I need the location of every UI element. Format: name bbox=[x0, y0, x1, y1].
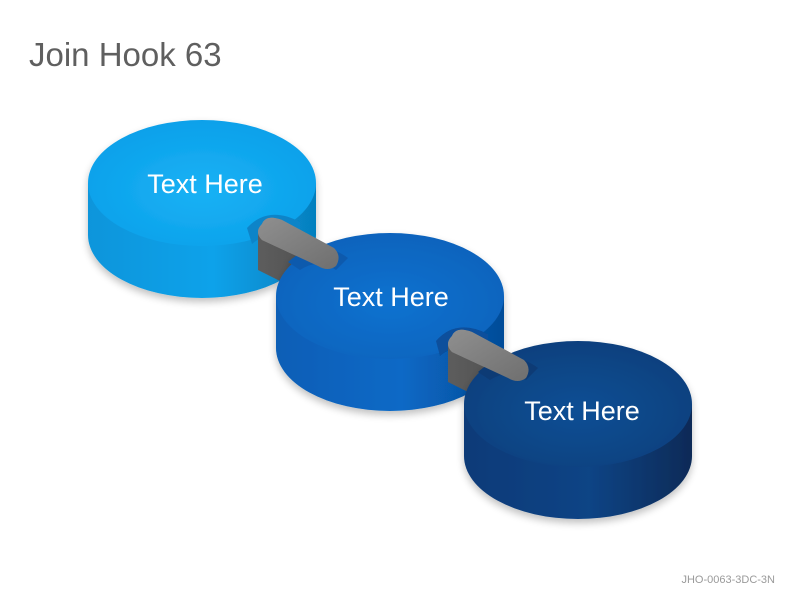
disc-2-label: Text Here bbox=[333, 282, 449, 312]
disc-1-top bbox=[88, 120, 316, 246]
disc-1-label: Text Here bbox=[147, 169, 263, 199]
disc-3-label: Text Here bbox=[524, 396, 640, 426]
hook-1-cap bbox=[258, 217, 339, 269]
footer-code: JHO-0063-3DC-3N bbox=[681, 574, 775, 586]
hook-2-cap bbox=[448, 329, 529, 381]
slide-title: Join Hook 63 bbox=[29, 36, 222, 73]
